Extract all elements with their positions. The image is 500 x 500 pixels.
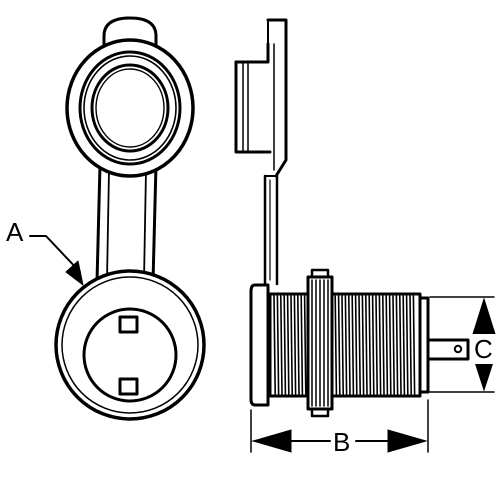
thread-line bbox=[341, 295, 345, 395]
flange-plate bbox=[249, 283, 270, 407]
hex-nut-bottom bbox=[310, 407, 330, 418]
thread-line bbox=[388, 295, 392, 395]
thread-line bbox=[300, 295, 304, 395]
thread-line bbox=[283, 295, 287, 395]
tether-side-profile bbox=[263, 174, 279, 286]
thread-lines bbox=[273, 295, 416, 395]
cap-center bbox=[90, 63, 170, 153]
leader-a-arrowhead bbox=[65, 260, 84, 286]
thread-line bbox=[398, 295, 402, 395]
thread-line bbox=[405, 295, 409, 395]
dimension-b-arrow-right bbox=[387, 429, 428, 453]
socket-flange-inner bbox=[61, 276, 199, 414]
thread-line bbox=[385, 295, 389, 395]
thread-line bbox=[358, 295, 362, 395]
cap-outer-ring bbox=[65, 38, 195, 178]
cap-rim-inner bbox=[83, 55, 177, 161]
terminal-hole bbox=[453, 344, 463, 354]
thread-line bbox=[279, 295, 283, 395]
thread-line bbox=[337, 295, 341, 395]
thread-line bbox=[409, 295, 413, 395]
cap-rim bbox=[78, 50, 182, 166]
thread-line bbox=[296, 295, 300, 395]
dimension-c: C bbox=[429, 296, 496, 393]
socket-flange bbox=[54, 269, 206, 421]
thread-line bbox=[368, 295, 372, 395]
thread-line bbox=[392, 295, 396, 395]
label-c: C bbox=[474, 334, 493, 364]
dimension-c-arrow-top bbox=[472, 297, 496, 335]
thread-line bbox=[354, 295, 358, 395]
label-c-backdrop bbox=[472, 334, 496, 364]
spade-terminal bbox=[426, 338, 470, 361]
thread-line bbox=[381, 295, 385, 395]
thread-line bbox=[351, 295, 355, 395]
thread-line bbox=[371, 295, 375, 395]
thread-line bbox=[334, 295, 338, 395]
thread-line bbox=[303, 295, 307, 395]
thread-line bbox=[412, 295, 416, 395]
contact-top bbox=[118, 315, 139, 334]
thread-line bbox=[364, 295, 368, 395]
leader-a bbox=[29, 235, 81, 273]
front-view: A bbox=[6, 16, 206, 421]
socket-opening bbox=[82, 307, 178, 403]
label-b: B bbox=[333, 427, 350, 457]
thread-line bbox=[273, 295, 277, 395]
thread-line bbox=[361, 295, 365, 395]
dimension-b-arrow-left bbox=[251, 429, 292, 453]
nut-ridges bbox=[311, 279, 329, 407]
hex-nut-top bbox=[310, 268, 330, 279]
thread-line bbox=[378, 295, 382, 395]
thread-line bbox=[344, 295, 348, 395]
side-view bbox=[234, 18, 470, 418]
thread-line bbox=[286, 295, 290, 395]
thread-line bbox=[290, 295, 294, 395]
thread-line bbox=[276, 295, 280, 395]
thread-line bbox=[402, 295, 406, 395]
cap-side-profile bbox=[234, 18, 288, 178]
thread-line bbox=[375, 295, 379, 395]
thread-line bbox=[395, 295, 399, 395]
contact-bottom bbox=[118, 377, 139, 396]
label-a: A bbox=[6, 217, 24, 247]
thread-line bbox=[293, 295, 297, 395]
tether-strap bbox=[95, 163, 158, 284]
dimension-b: B bbox=[250, 399, 429, 457]
thread-line bbox=[347, 295, 351, 395]
cap-tab bbox=[102, 16, 158, 48]
cap-center-inner bbox=[95, 68, 165, 148]
